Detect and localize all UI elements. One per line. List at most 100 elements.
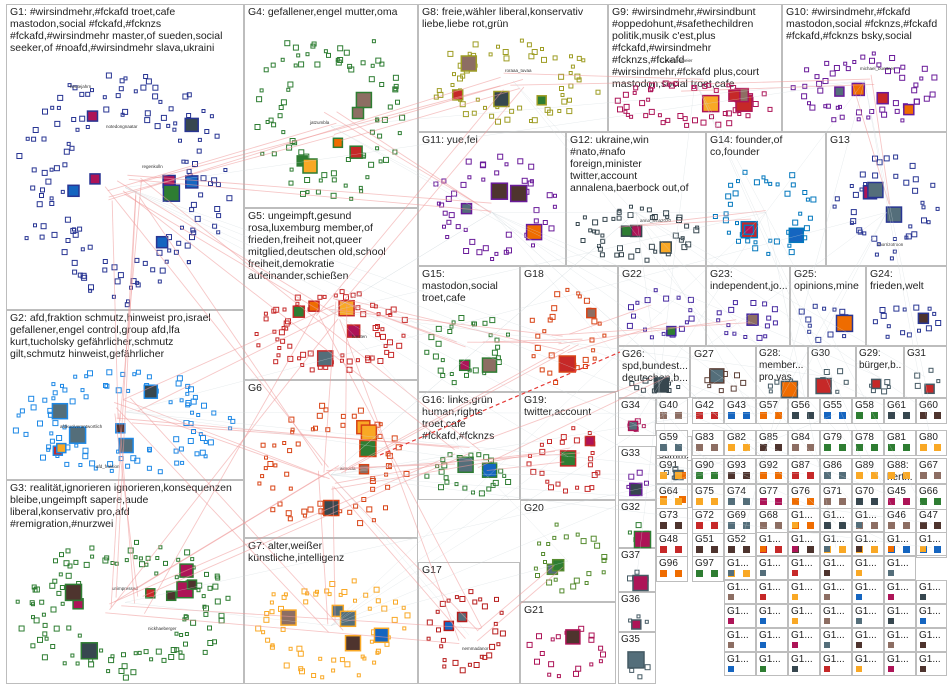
group-label: G1...	[727, 606, 753, 618]
group-label: G12: ukraine,win #nato,#nafo foreign,min…	[570, 134, 703, 194]
group-label: G57	[759, 400, 785, 412]
group-truncated: G1...	[724, 604, 756, 628]
group-label: G4: gefallener,engel mutter,oma	[248, 6, 415, 18]
group-truncated: G1...	[916, 604, 947, 628]
group-label: G90	[695, 460, 721, 472]
group-g77: G77	[756, 484, 788, 510]
group-g2: G2: afd,fraktion schmutz,hinweist pro,is…	[6, 310, 244, 480]
group-g30: G30	[808, 346, 856, 398]
group-g88: G88: hert...	[884, 458, 916, 484]
group-label: G1...	[759, 654, 785, 666]
group-label: G14: founder,of co,founder	[710, 134, 823, 158]
group-truncated: G1...	[756, 580, 788, 604]
group-label: G40	[659, 400, 685, 412]
group-g71: G71	[820, 484, 852, 510]
group-g37: G37	[618, 548, 656, 592]
group-label: G1...	[791, 630, 817, 642]
group-g19: G19: twitter,account	[520, 392, 616, 500]
group-label: G1...	[823, 630, 849, 642]
group-label: G73	[659, 510, 685, 522]
group-label: G1...	[887, 558, 913, 570]
group-label: G60	[919, 400, 944, 412]
group-label: G1...	[759, 582, 785, 594]
group-label: G23: independent,jo...	[710, 268, 787, 292]
group-truncated: G1...	[852, 628, 884, 652]
group-g47: G47	[916, 508, 947, 534]
group-label: G1...	[823, 558, 849, 570]
group-label: G11: yue,fei	[422, 134, 563, 146]
group-label: G1...	[823, 582, 849, 594]
group-label: G1...	[791, 582, 817, 594]
group-label: G48	[659, 534, 685, 546]
group-label: G9: #wirsindmehr,#wirsindbunt #oppedohun…	[612, 6, 779, 90]
group-label: G1...	[919, 606, 944, 618]
group-g72: G72	[692, 508, 724, 534]
group-label: G29: bürger,b...	[859, 348, 901, 372]
group-truncated: G1...	[884, 604, 916, 628]
group-g83: G83	[692, 430, 724, 456]
group-label: G28: member... pro,vas	[759, 348, 805, 384]
group-label: G1...	[791, 654, 817, 666]
group-g35: G35	[618, 632, 656, 684]
group-label: G1...	[791, 510, 817, 522]
group-label: G64	[659, 486, 685, 498]
group-label: G74	[727, 486, 753, 498]
group-truncated: G1...	[852, 532, 884, 556]
group-label: G92	[759, 460, 785, 472]
group-truncated: G1...	[884, 652, 916, 676]
group-label: G52	[727, 534, 753, 546]
group-g7: G7: alter,weißer künstliche,intelligenz	[244, 538, 418, 684]
group-g17: G17	[418, 562, 520, 684]
group-g78: G78	[852, 430, 884, 456]
group-g68: G68	[756, 508, 788, 534]
group-g85: G85	[756, 430, 788, 456]
group-label: G78	[855, 432, 881, 444]
group-label: G51	[695, 534, 721, 546]
group-label: G46	[887, 510, 913, 522]
group-label: G18	[524, 268, 615, 280]
group-label: G1...	[791, 606, 817, 618]
group-g40: G40	[656, 398, 688, 424]
group-truncated: G1...	[724, 628, 756, 652]
group-g45: G45	[884, 484, 916, 510]
group-label: G1...	[759, 534, 785, 546]
group-g22: G22	[618, 266, 706, 346]
group-label: G1...	[919, 654, 944, 666]
group-label: G84	[791, 432, 817, 444]
group-truncated: G1...	[884, 532, 916, 556]
group-g10: G10: #wirsindmehr,#fckafd mastodon,socia…	[782, 4, 947, 132]
group-label: G86	[823, 460, 849, 472]
group-g84: G84	[788, 430, 820, 456]
group-truncated: G1...	[788, 580, 820, 604]
group-g23: G23: independent,jo...	[706, 266, 790, 346]
group-g74: G74	[724, 484, 756, 510]
group-truncated: G1...	[852, 556, 884, 580]
group-g80: G80	[916, 430, 947, 456]
group-label: G77	[759, 486, 785, 498]
group-truncated: G1...	[852, 652, 884, 676]
group-g55: G55	[820, 398, 852, 424]
group-label: G89	[855, 460, 881, 472]
group-g6: G6	[244, 380, 418, 538]
group-g4: G4: gefallener,engel mutter,oma	[244, 4, 418, 208]
group-g93: G93	[724, 458, 756, 484]
group-label: G55	[823, 400, 849, 412]
group-label: G6	[248, 382, 415, 394]
group-label: G66	[919, 486, 944, 498]
group-truncated: G1...	[916, 532, 947, 556]
group-label: G26: spd,bundest... deutschen,b...	[622, 348, 687, 384]
group-truncated: G1...	[756, 652, 788, 676]
group-truncated: G1...	[820, 532, 852, 556]
group-truncated: G1...	[788, 604, 820, 628]
group-truncated: G1...	[788, 532, 820, 556]
group-label: G25: opinions,mine	[794, 268, 863, 292]
group-g75: G75	[692, 484, 724, 510]
group-label: G96	[659, 558, 685, 570]
group-label: G67	[919, 460, 944, 472]
group-truncated: G1...	[788, 628, 820, 652]
group-label: G1...	[727, 630, 753, 642]
group-label: G1...	[919, 582, 944, 594]
group-label: G75	[695, 486, 721, 498]
group-g97: G97	[692, 556, 724, 582]
